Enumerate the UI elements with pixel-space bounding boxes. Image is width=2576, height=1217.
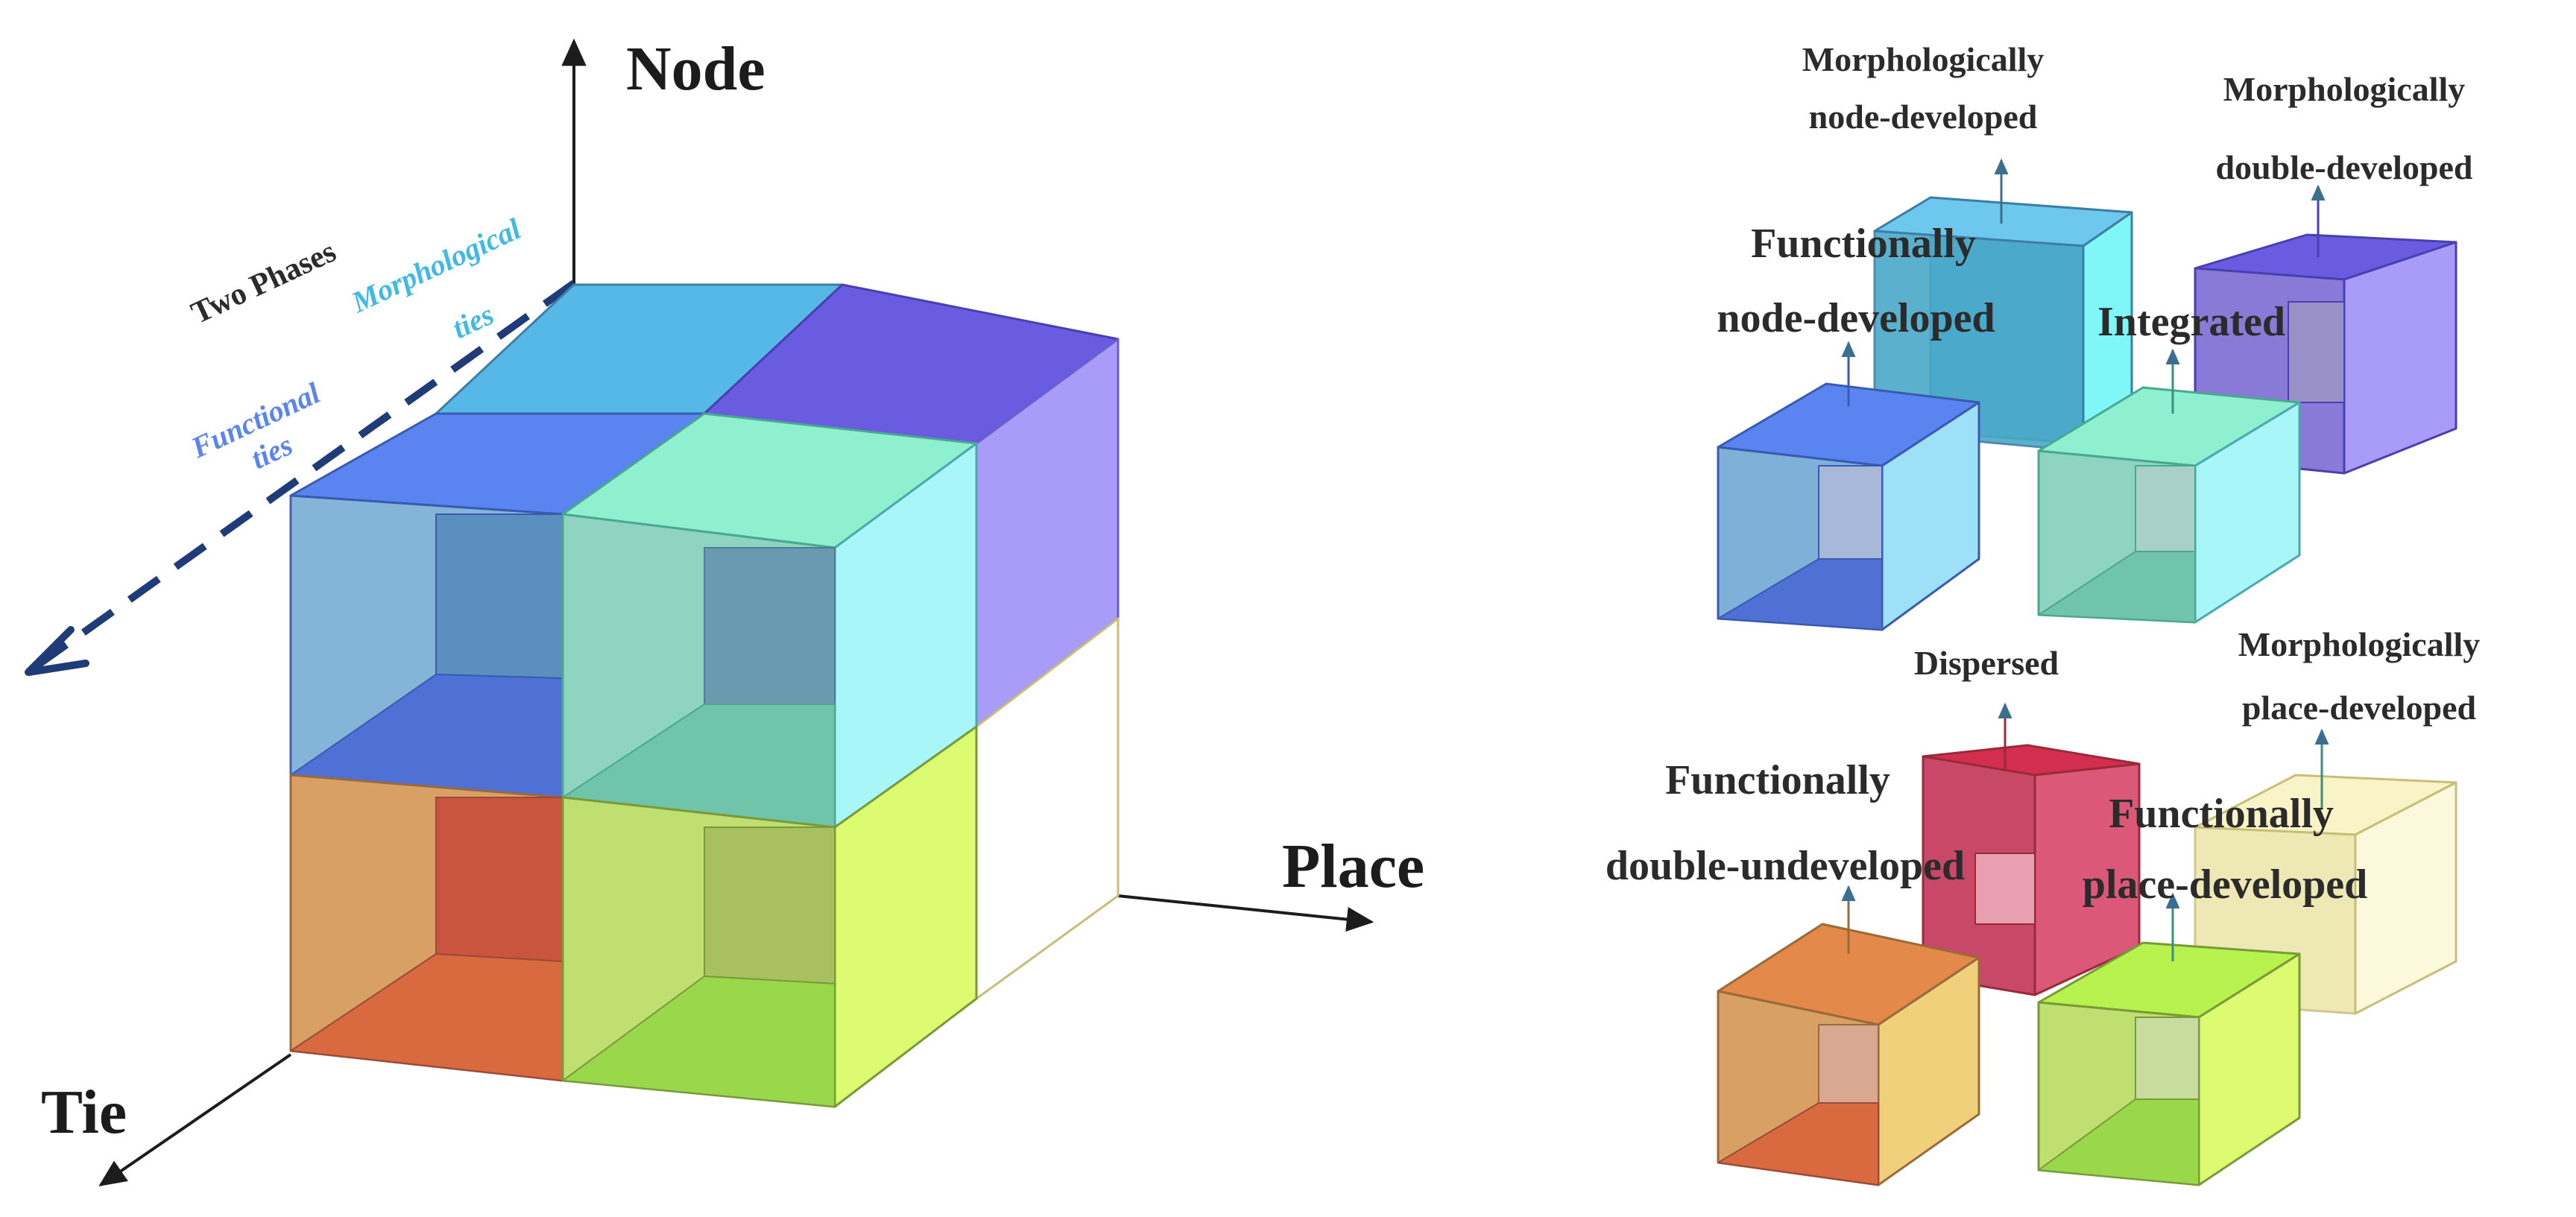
label-func-node-2: node-developed	[1717, 295, 1995, 341]
label-func-double-undev-1: Functionally	[1665, 757, 1890, 803]
cube-front-func-double-undev	[289, 774, 564, 1082]
exploded-cube-morph-place	[2194, 728, 2457, 1015]
cube-back-morph-double	[703, 283, 1120, 728]
label-morph-double-2: double-developed	[2215, 148, 2472, 186]
label-morph-place-1: Morphologically	[2238, 625, 2481, 663]
cube-front-integrated	[561, 412, 978, 829]
two-phases-label: Two Phases	[186, 234, 341, 331]
exploded-cube-func-place	[2037, 892, 2301, 1186]
label-morph-double-1: Morphologically	[2223, 70, 2466, 108]
exploded-cube-integrated	[2037, 348, 2301, 624]
label-morph-place-2: place-developed	[2242, 689, 2477, 727]
label-func-place-1: Functionally	[2109, 791, 2334, 837]
label-func-node-1: Functionally	[1751, 221, 1976, 267]
exploded-cube-func-double-undev	[1717, 885, 1980, 1186]
label-integrated: Integrated	[2097, 299, 2285, 345]
morphological-ties-label-1: Morphological	[346, 212, 526, 320]
morphological-ties-label-2: ties	[447, 297, 499, 345]
exploded-cube-func-node	[1717, 341, 1980, 631]
phase-arrowhead	[25, 626, 89, 676]
label-func-place-2: place-developed	[2083, 862, 2368, 908]
label-func-double-undev-2: double-undeveloped	[1606, 843, 1965, 889]
tie-axis-label: Tie	[41, 1078, 127, 1147]
label-morph-node-2: node-developed	[1809, 98, 2038, 136]
label-morph-node-1: Morphologically	[1802, 40, 2045, 78]
label-dispersed: Dispersed	[1914, 644, 2059, 682]
left-cube-assembly	[289, 283, 1120, 1108]
node-axis-label: Node	[626, 34, 765, 104]
place-axis	[1117, 894, 1374, 932]
exploded-cube-dispersed	[1922, 702, 2141, 996]
cube-front-func-place	[561, 725, 978, 1108]
place-axis-label: Place	[1282, 832, 1424, 901]
tie-axis	[98, 1053, 292, 1186]
